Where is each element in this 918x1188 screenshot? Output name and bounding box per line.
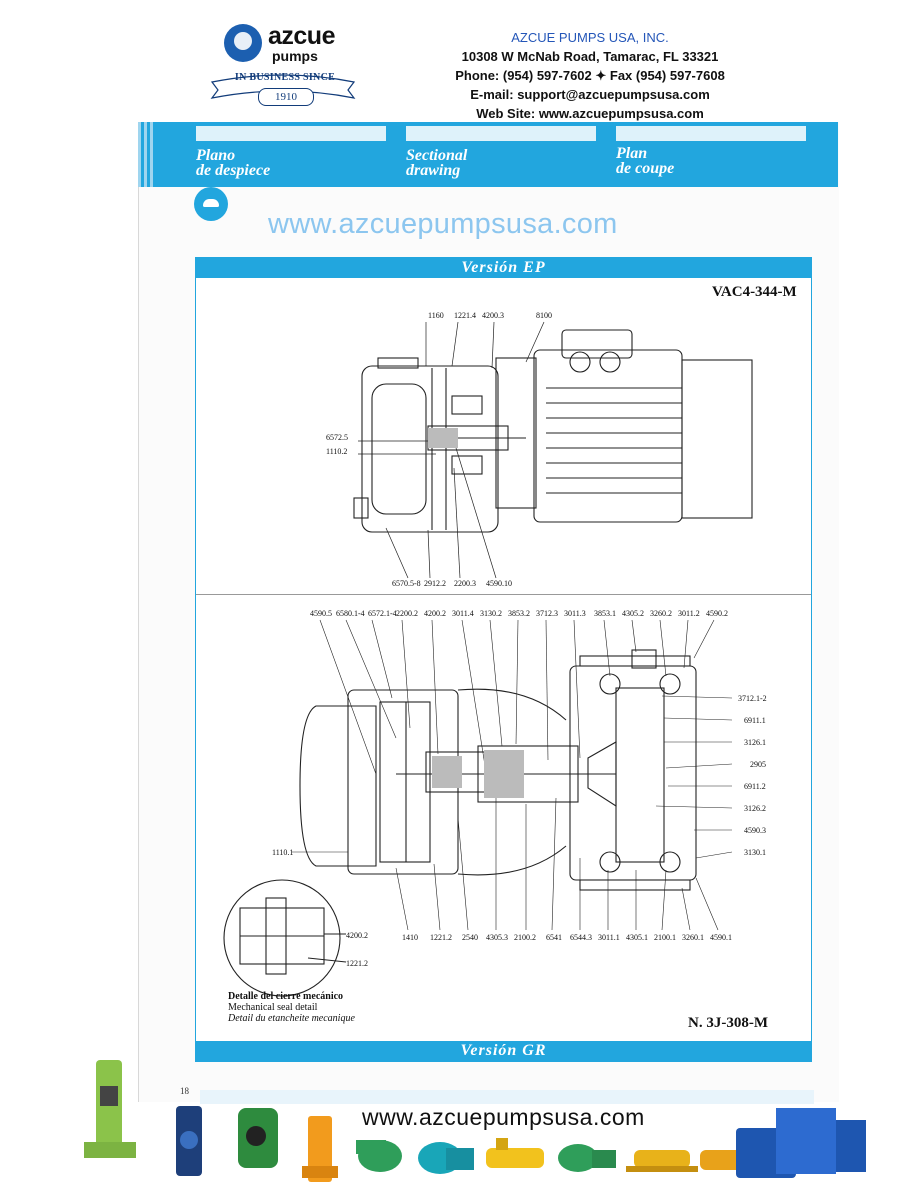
title-box-en	[406, 126, 596, 141]
title-fr: Plan de coupe	[616, 145, 675, 177]
page-edge-stripes	[138, 122, 154, 187]
label-gr-bottom: 6541	[546, 933, 562, 942]
ribbon-icon	[210, 74, 356, 99]
label-gr-bottom: 2100.1	[654, 933, 676, 942]
label-gr-bottom: 4305.3	[486, 933, 508, 942]
pump-icon	[176, 1106, 202, 1176]
label-gr-top: 3712.3	[536, 609, 558, 618]
label-gr-right: 4590.3	[744, 826, 766, 835]
ep-pump-body	[353, 357, 526, 533]
label-gr-top: 4590.2	[706, 609, 728, 618]
pump-icon	[84, 1060, 136, 1158]
section-title-bar: Plano de despiece Sectional drawing Plan…	[154, 122, 838, 187]
label-ep-1221-4: 1221.4	[454, 311, 476, 320]
label-gr-bottom: 1221.2	[430, 933, 452, 942]
label-gr-bottom: 4590.1	[710, 933, 732, 942]
label-gr-top: 4200.2	[424, 609, 446, 618]
model-bottom: N. 3J-308-M	[688, 1015, 768, 1031]
sectional-drawing: 1160 1221.4 4200.3 8100 6572.5 1110.2 65…	[223, 311, 767, 997]
label-gr-top: 3260.2	[650, 609, 672, 618]
label-gr-bottom: 1410	[402, 933, 418, 942]
label-gr-right: 3130.1	[744, 848, 766, 857]
label-gr-right: 3712.1-2	[738, 694, 767, 703]
company-website[interactable]: Web Site: www.azcuepumpsusa.com	[476, 106, 704, 121]
label-ep-6570: 6570.5-8	[392, 579, 421, 588]
label-gr-top: 4590.5	[310, 609, 332, 618]
pump-icon	[238, 1108, 278, 1168]
seal-detail	[223, 879, 347, 997]
pump-icon	[736, 1108, 866, 1178]
label-ep-8100: 8100	[536, 311, 552, 320]
azcue-logo: azcue pumps IN BUSINESS SINCE 1910	[210, 22, 360, 112]
label-ep-2200-3: 2200.3	[454, 579, 476, 588]
logo-brand: azcue	[268, 22, 335, 50]
pump-icon	[626, 1150, 698, 1172]
pump-icon	[486, 1138, 544, 1168]
model-top: VAC4-344-M	[712, 284, 797, 300]
label-gr-top: 6580.1-4	[336, 609, 365, 618]
label-gr-bottom: 3260.1	[682, 933, 704, 942]
logo-year: 1910	[258, 88, 314, 106]
label-gr-top: 2200.2	[396, 609, 418, 618]
title-en: Sectional drawing	[406, 147, 468, 179]
label-gr-top: 3011.2	[678, 609, 700, 618]
label-gr-top: 3011.3	[564, 609, 586, 618]
company-address: 10308 W McNab Road, Tamarac, FL 33321	[461, 49, 719, 64]
label-gr-bottom: 2540	[462, 933, 478, 942]
version-gr-bar: Versión GR	[196, 1041, 811, 1061]
section-icon	[194, 187, 228, 221]
label-gr-right: 3126.2	[744, 804, 766, 813]
label-gr-bottom: 3011.1	[598, 933, 620, 942]
title-box-es	[196, 126, 386, 141]
label-ep-2912-2: 2912.2	[424, 579, 446, 588]
gr-leaders	[292, 619, 733, 931]
version-ep-bar: Versión EP	[196, 258, 811, 278]
label-gr-right: 3126.1	[744, 738, 766, 747]
title-box-fr	[616, 126, 806, 141]
company-email[interactable]: E-mail: support@azcuepumpsusa.com	[470, 87, 710, 102]
company-info: AZCUE PUMPS USA, INC. 10308 W McNab Road…	[420, 28, 760, 123]
label-detail-4200-2: 4200.2	[346, 931, 368, 940]
palm-drop-icon	[224, 24, 262, 62]
footer-url[interactable]: www.azcuepumpsusa.com	[362, 1104, 645, 1130]
label-ep-6572-5: 6572.5	[326, 433, 348, 442]
company-phone: Phone: (954) 597-7602 ✦ Fax (954) 597-76…	[455, 68, 725, 83]
label-gr-bottom: 6544.3	[570, 933, 592, 942]
watermark-url[interactable]: www.azcuepumpsusa.com	[268, 208, 618, 240]
label-gr-right: 6911.2	[744, 782, 766, 791]
label-gr-top: 3853.2	[508, 609, 530, 618]
label-gr-top: 4305.2	[622, 609, 644, 618]
label-detail-1221-2: 1221.2	[346, 959, 368, 968]
pump-product-strip	[84, 1060, 866, 1182]
drawing-panel: Versión EP VAC4-344-M	[195, 257, 812, 1062]
label-ep-4200-3: 4200.3	[482, 311, 504, 320]
label-gr-right: 2905	[750, 760, 766, 769]
title-es: Plano de despiece	[196, 147, 271, 179]
label-gr-right: 6911.1	[744, 716, 766, 725]
label-gr-top: 6572.1-4	[368, 609, 397, 618]
pump-icon	[418, 1142, 474, 1174]
section-divider	[196, 594, 811, 595]
logo-since: IN BUSINESS SINCE	[234, 72, 336, 83]
pump-icon	[302, 1116, 338, 1182]
page-number: 18	[180, 1086, 189, 1096]
seal-detail-caption: Detalle del cierre mecánico Mechanical s…	[228, 991, 355, 1024]
ep-leaders	[358, 321, 545, 579]
label-gr-bottom: 2100.2	[514, 933, 536, 942]
label-ep-4590-10: 4590.10	[486, 579, 512, 588]
label-gr-1110-1: 1110.1	[272, 848, 293, 857]
label-gr-top: 3853.1	[594, 609, 616, 618]
company-name: AZCUE PUMPS USA, INC.	[511, 30, 669, 45]
pump-icon	[356, 1140, 402, 1172]
label-ep-1160: 1160	[428, 311, 444, 320]
label-gr-top: 3011.4	[452, 609, 474, 618]
label-gr-bottom: 4305.1	[626, 933, 648, 942]
logo-sub: pumps	[272, 48, 318, 64]
ep-motor	[495, 329, 753, 523]
pump-icon	[558, 1144, 616, 1172]
label-ep-1110-2: 1110.2	[326, 447, 347, 456]
footer-bar	[200, 1090, 814, 1104]
label-gr-top: 3130.2	[480, 609, 502, 618]
